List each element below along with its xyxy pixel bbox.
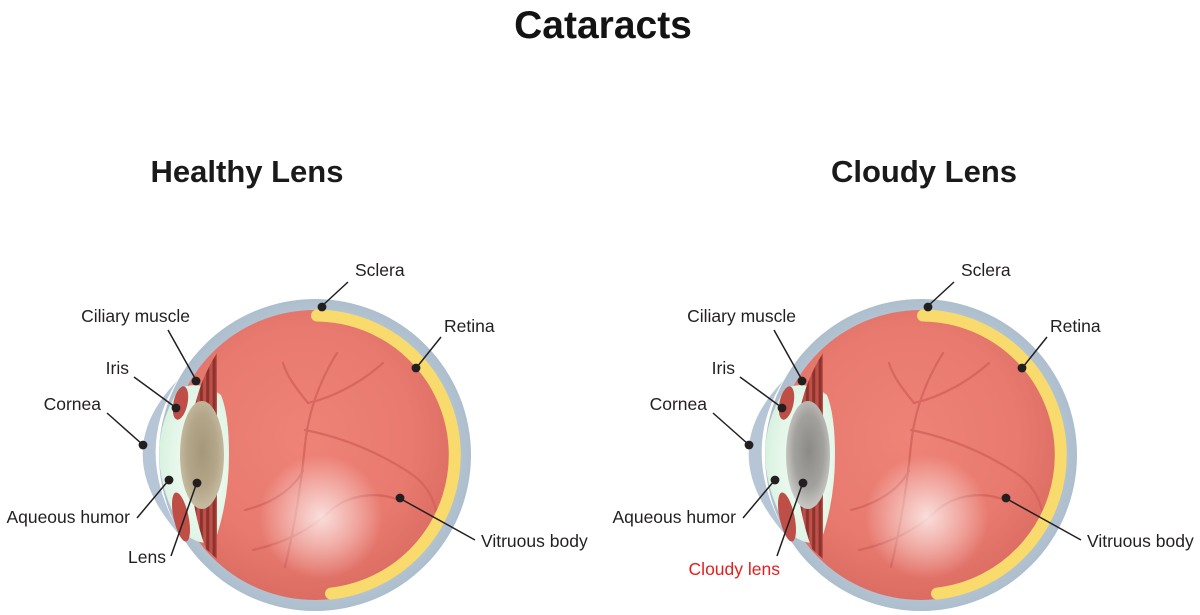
leader-line [712,412,749,445]
label-ciliary-muscle: Ciliary muscle [687,306,807,386]
label-retina: Retina [411,316,495,373]
leader-dot [798,478,808,488]
leader-line [927,281,955,307]
page-title: Cataracts [514,4,692,47]
label-retina: Retina [1017,316,1101,373]
leader-dot [744,440,754,450]
leader-dot [1017,363,1027,373]
label-iris: Iris [712,358,787,413]
leader-dot [411,363,421,373]
leader-line [167,329,197,381]
label-text: Cornea [650,394,708,414]
label-text: Cornea [44,394,102,414]
leader-line [170,484,197,557]
label-iris: Iris [106,358,181,413]
leader-dot [171,403,181,413]
leader-line [776,484,803,557]
label-text: Sclera [355,260,405,280]
label-text: Aqueous humor [6,507,130,527]
heading-cloudy-lens: Cloudy Lens [831,154,1017,189]
leader-dot [395,493,405,503]
leader-line [400,498,476,541]
label-text: Vitruous body [1087,531,1194,551]
label-aqueous-humor: Aqueous humor [6,475,174,527]
leader-line [1022,336,1048,368]
leader-line [133,376,176,408]
leader-dot [1001,493,1011,503]
leader-dot [923,302,933,312]
leader-dot [777,403,787,413]
leader-dot [797,376,807,386]
lens-healthy [180,401,224,509]
label-text: Sclera [961,260,1011,280]
label-text: Ciliary muscle [81,306,190,326]
label-cornea: Cornea [650,394,754,450]
label-text: Iris [712,358,736,378]
leader-dot [164,475,174,485]
leader-line [739,376,782,408]
label-text: Lens [128,547,166,567]
leader-dot [191,376,201,386]
label-text: Iris [106,358,130,378]
leader-dot [770,475,780,485]
lens-cloudy [786,401,830,509]
label-text: Aqueous humor [612,507,736,527]
label-text: Vitruous body [481,531,588,551]
heading-healthy-lens: Healthy Lens [151,154,344,189]
label-text: Ciliary muscle [687,306,796,326]
label-text: Retina [1050,316,1101,336]
leader-dot [138,440,148,450]
label-text: Retina [444,316,495,336]
label-vitreous-body: Vitruous body [395,493,588,551]
healthy-eye [143,299,471,611]
label-sclera: Sclera [923,260,1011,312]
label-cornea: Cornea [44,394,148,450]
cloudy-eye [749,299,1077,611]
leader-line [742,480,775,519]
leader-line [136,480,169,519]
leader-line [1006,498,1082,541]
leader-line [106,412,143,445]
label-cloudy-lens: Cloudy lens [689,478,808,579]
leader-line [416,336,442,368]
label-aqueous-humor: Aqueous humor [612,475,780,527]
label-lens: Lens [128,478,202,567]
label-vitreous-body: Vitruous body [1001,493,1194,551]
leader-dot [317,302,327,312]
labels-cloudy: Sclera Ciliary muscle Iris Cornea Aqueou… [612,260,1194,579]
label-ciliary-muscle: Ciliary muscle [81,306,201,386]
label-text: Cloudy lens [689,559,781,579]
labels-healthy: Sclera Ciliary muscle Iris Cornea Aqueou… [6,260,588,567]
leader-dot [192,478,202,488]
label-sclera: Sclera [317,260,405,312]
leader-line [321,281,349,307]
leader-line [773,329,803,381]
